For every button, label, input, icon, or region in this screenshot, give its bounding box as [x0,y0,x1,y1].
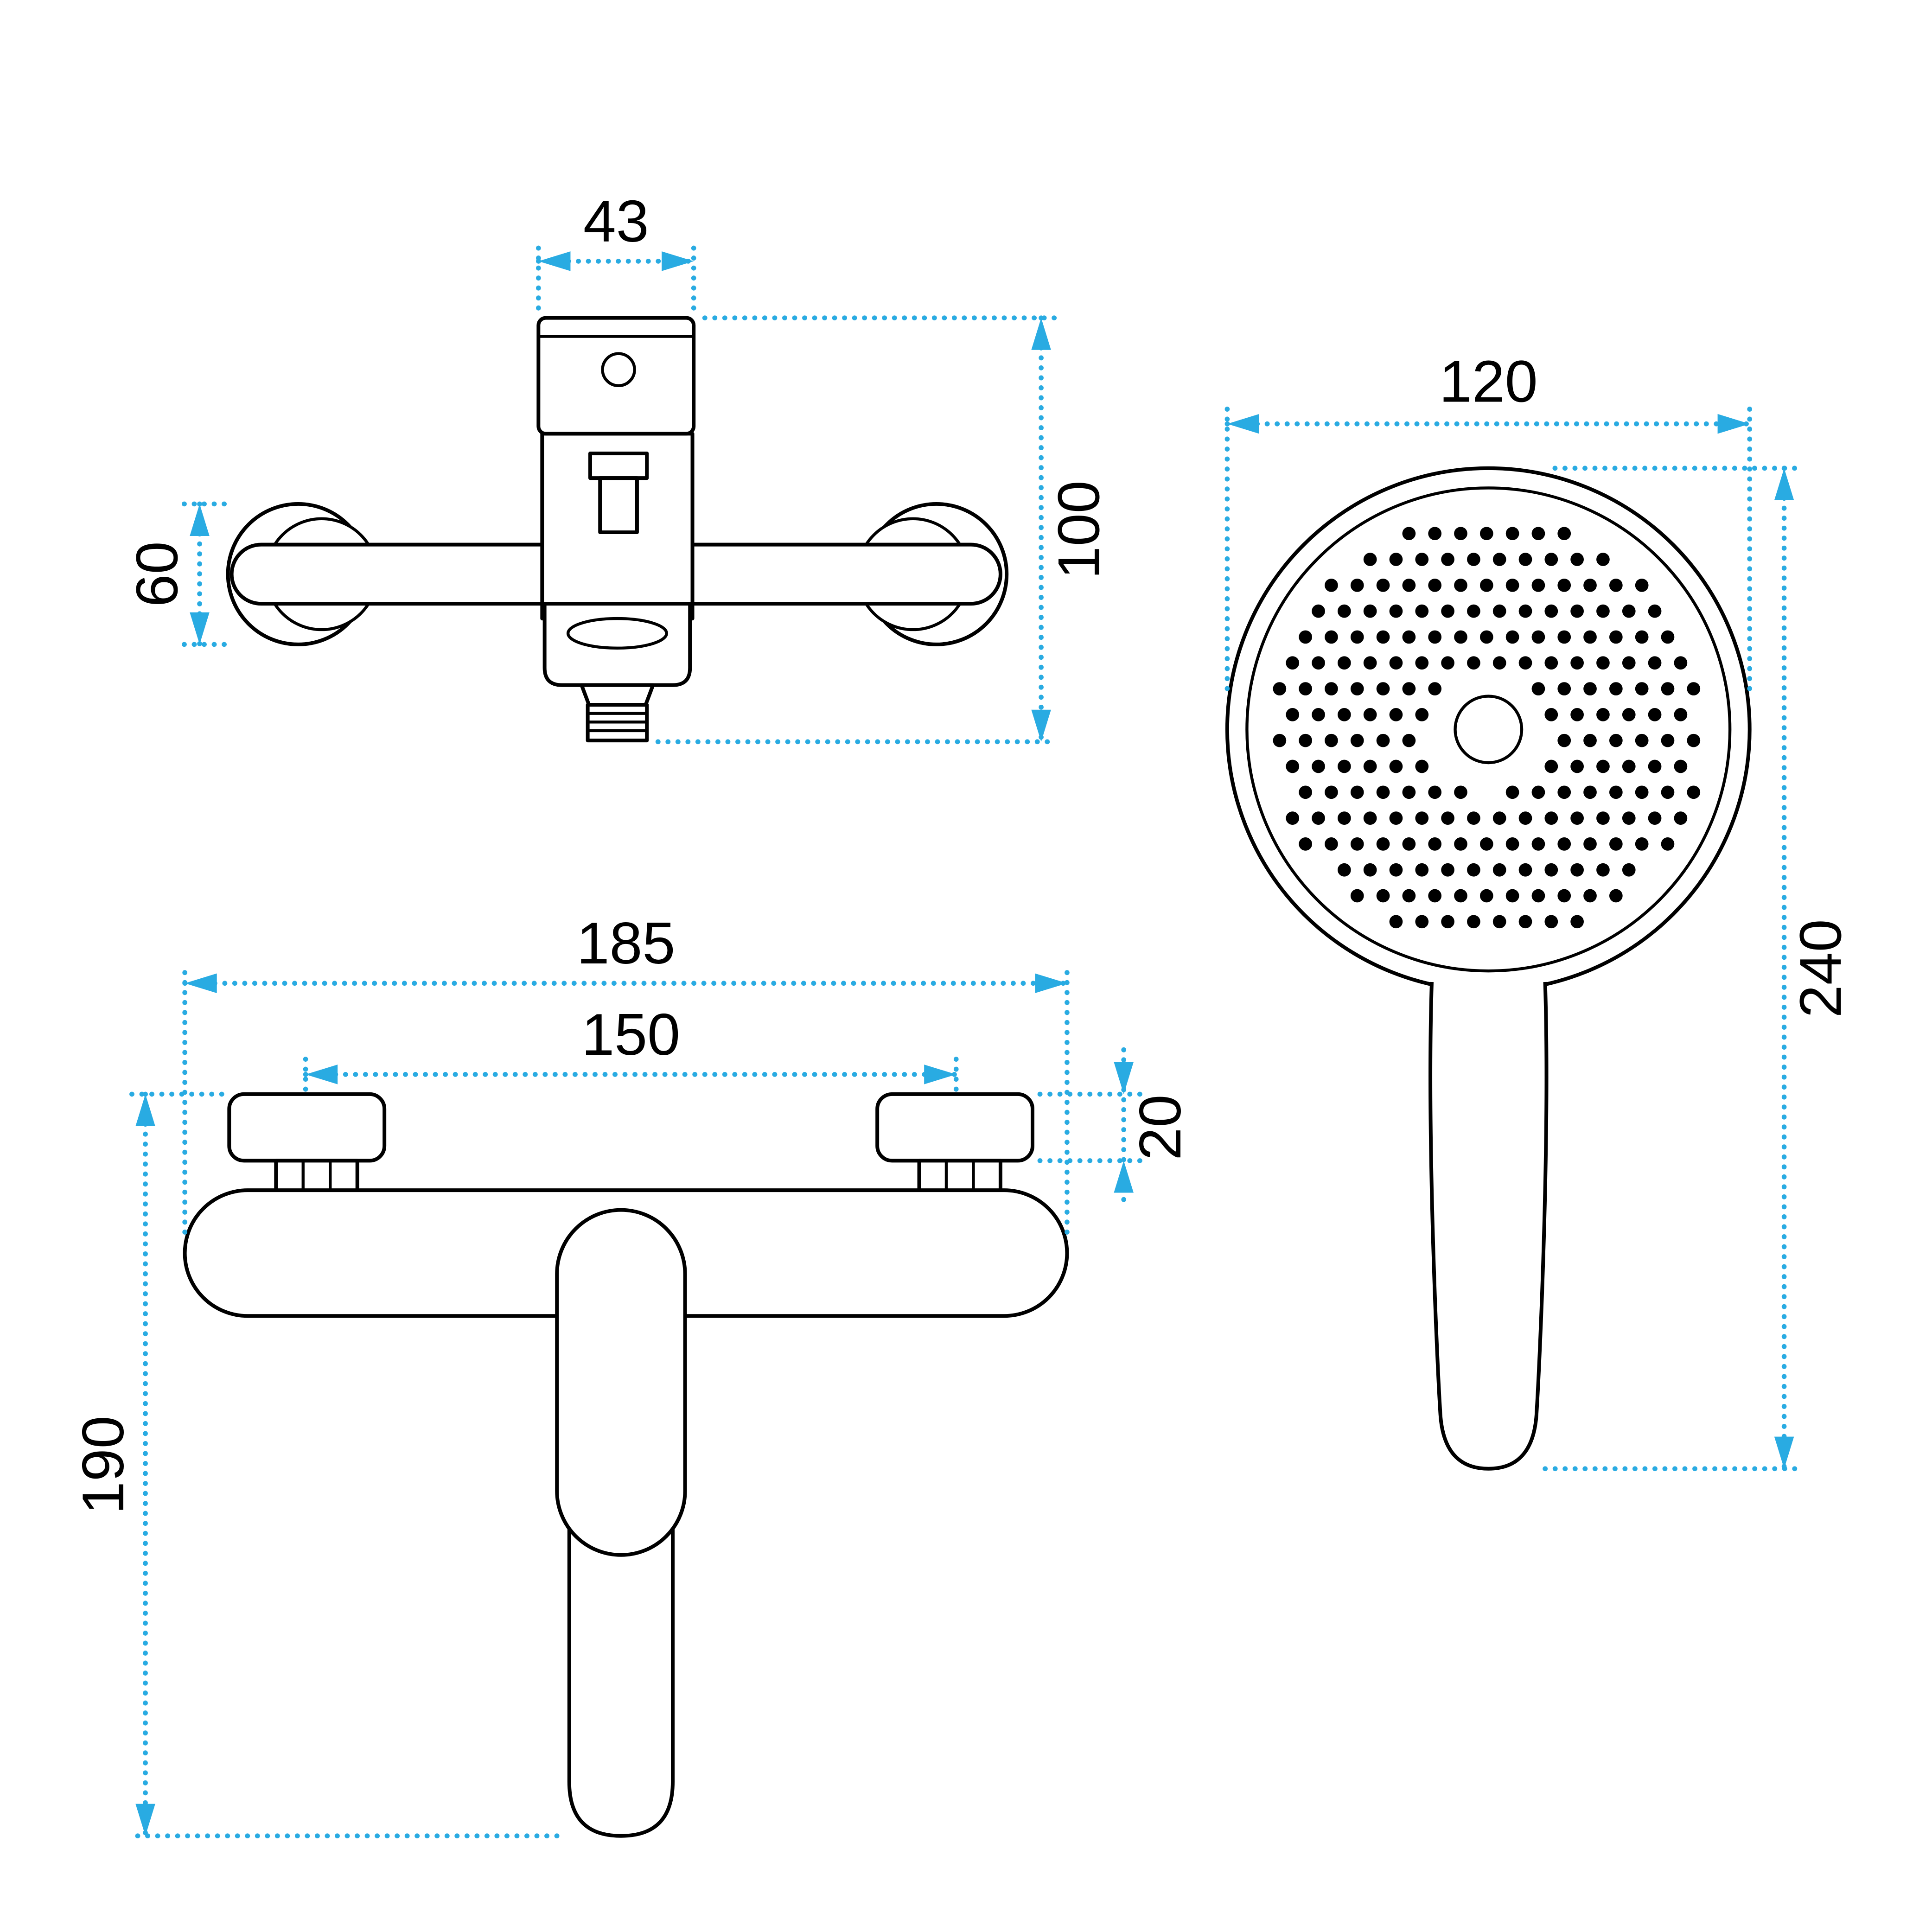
shower-center-hole [1454,695,1524,765]
arrow-down-icon [1774,1436,1794,1469]
dim-shower-length: 240 [1543,465,1854,1472]
dimensions: 43 100 60 185 [70,189,1854,1839]
arrow-up-icon [1774,468,1794,500]
arrow-right-icon [924,1065,956,1084]
arrow-up-icon [135,1094,155,1126]
dim-label-overall-height: 190 [70,1416,136,1514]
mixer-side-view [226,316,1009,743]
nipple-threads [587,712,647,733]
arrow-left-icon [185,973,217,993]
diverter-flange [588,451,649,480]
outlet-neck [580,683,655,707]
front-lever [555,1208,687,1557]
dim-label-overall-width: 185 [577,911,676,976]
arrow-left-icon [306,1065,338,1084]
front-left-flange [227,1092,387,1163]
outlet-block [542,602,692,687]
arrow-up-icon [1114,1160,1134,1193]
dim-label-flange-diameter: 60 [125,541,191,607]
dim-label-side-top-width: 43 [583,189,649,255]
dim-label-head-diameter: 120 [1439,349,1538,414]
arrow-down-icon [135,1804,155,1836]
arrow-down-icon [1031,709,1051,742]
front-right-flange [875,1092,1034,1163]
arrow-right-icon [1717,414,1750,434]
dim-label-mounting-centers: 150 [581,1002,680,1068]
mixer-front-view [183,1092,1069,1838]
dim-overall-height: 190 [70,1091,560,1839]
dim-label-side-height: 100 [1046,480,1112,579]
arrow-up-icon [1031,318,1051,350]
dim-side-height: 100 [655,315,1112,745]
shower-face-rim [1245,486,1732,973]
dim-label-flange-depth: 20 [1128,1095,1193,1160]
arrow-down-icon [190,612,210,644]
dim-label-shower-length: 240 [1788,919,1854,1018]
hand-shower-view [1225,466,1752,1471]
shower-handle [1428,982,1549,1471]
dim-flange-depth: 20 [1037,1047,1193,1208]
arrow-down-icon [1114,1062,1134,1094]
front-left-nut [274,1159,359,1195]
shower-face-dots [1273,527,1701,929]
arrow-right-icon [662,251,694,271]
dim-flange-diameter: 60 [125,501,227,647]
arrow-right-icon [1035,973,1067,993]
arrow-left-icon [538,251,571,271]
diverter-stem [598,476,639,535]
dim-mounting-centers: 150 [303,1002,959,1092]
arrow-up-icon [190,504,210,536]
cap-button [601,352,636,387]
dim-overall-width: 185 [182,911,1070,1235]
dim-side-top-width: 43 [536,189,696,311]
front-right-nut [917,1159,1002,1195]
arrow-left-icon [1227,414,1259,434]
dim-head-diameter: 120 [1224,349,1753,700]
outlet-detail [566,617,668,650]
